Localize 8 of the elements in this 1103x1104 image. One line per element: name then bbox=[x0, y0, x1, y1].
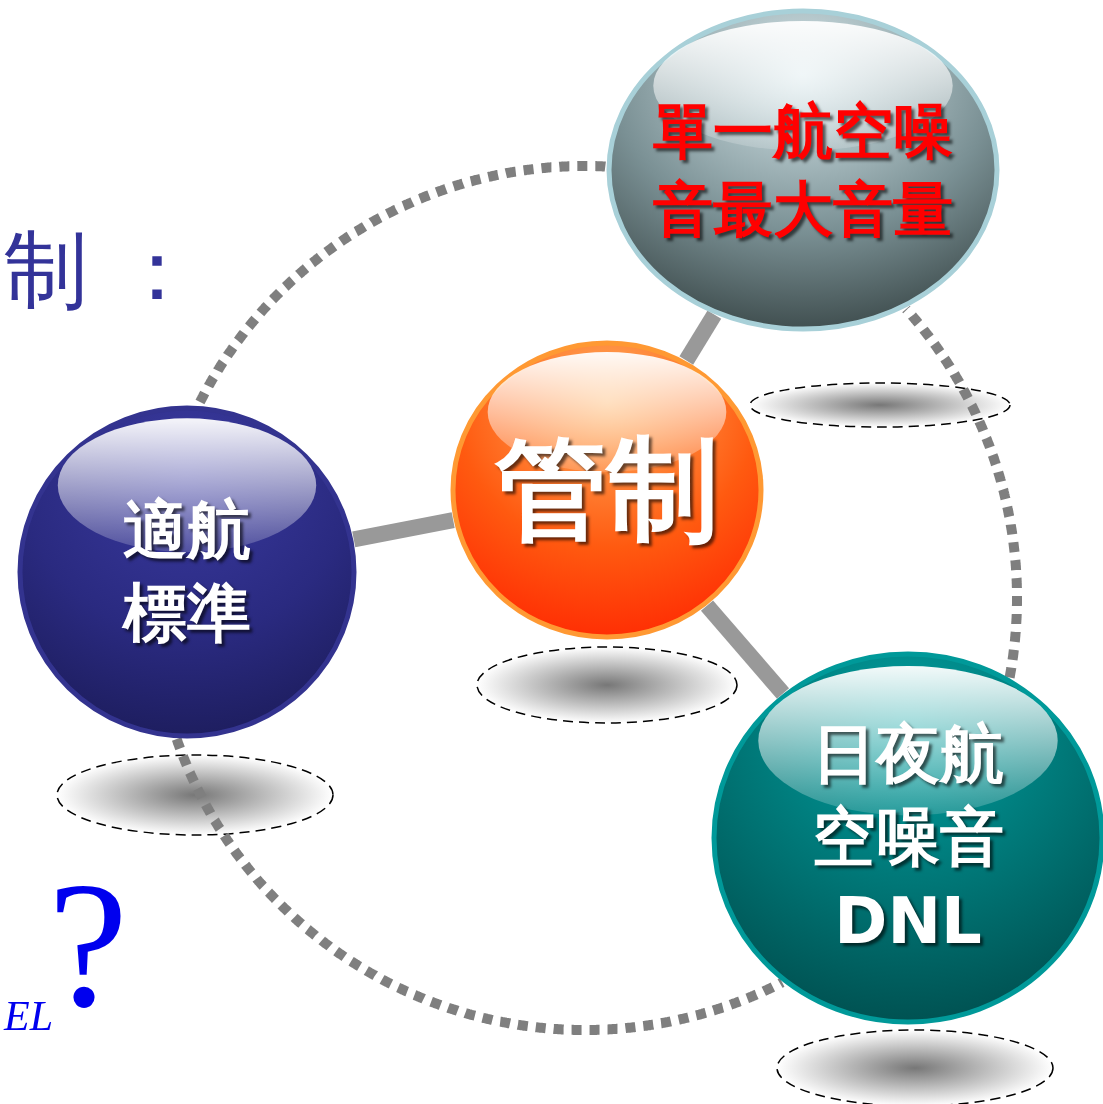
connector-rod bbox=[700, 600, 790, 699]
sphere-label: 管制 bbox=[493, 423, 720, 557]
connector-rod bbox=[679, 310, 722, 365]
sphere-label: 適航標準 bbox=[121, 491, 252, 652]
connector-rod bbox=[352, 512, 455, 548]
sphere-label: 單一航空噪音最大音量 bbox=[652, 95, 954, 246]
sphere-label: 日夜航空噪音 DNL bbox=[811, 716, 1005, 960]
heading-fragment: 制 ： bbox=[4, 228, 199, 312]
